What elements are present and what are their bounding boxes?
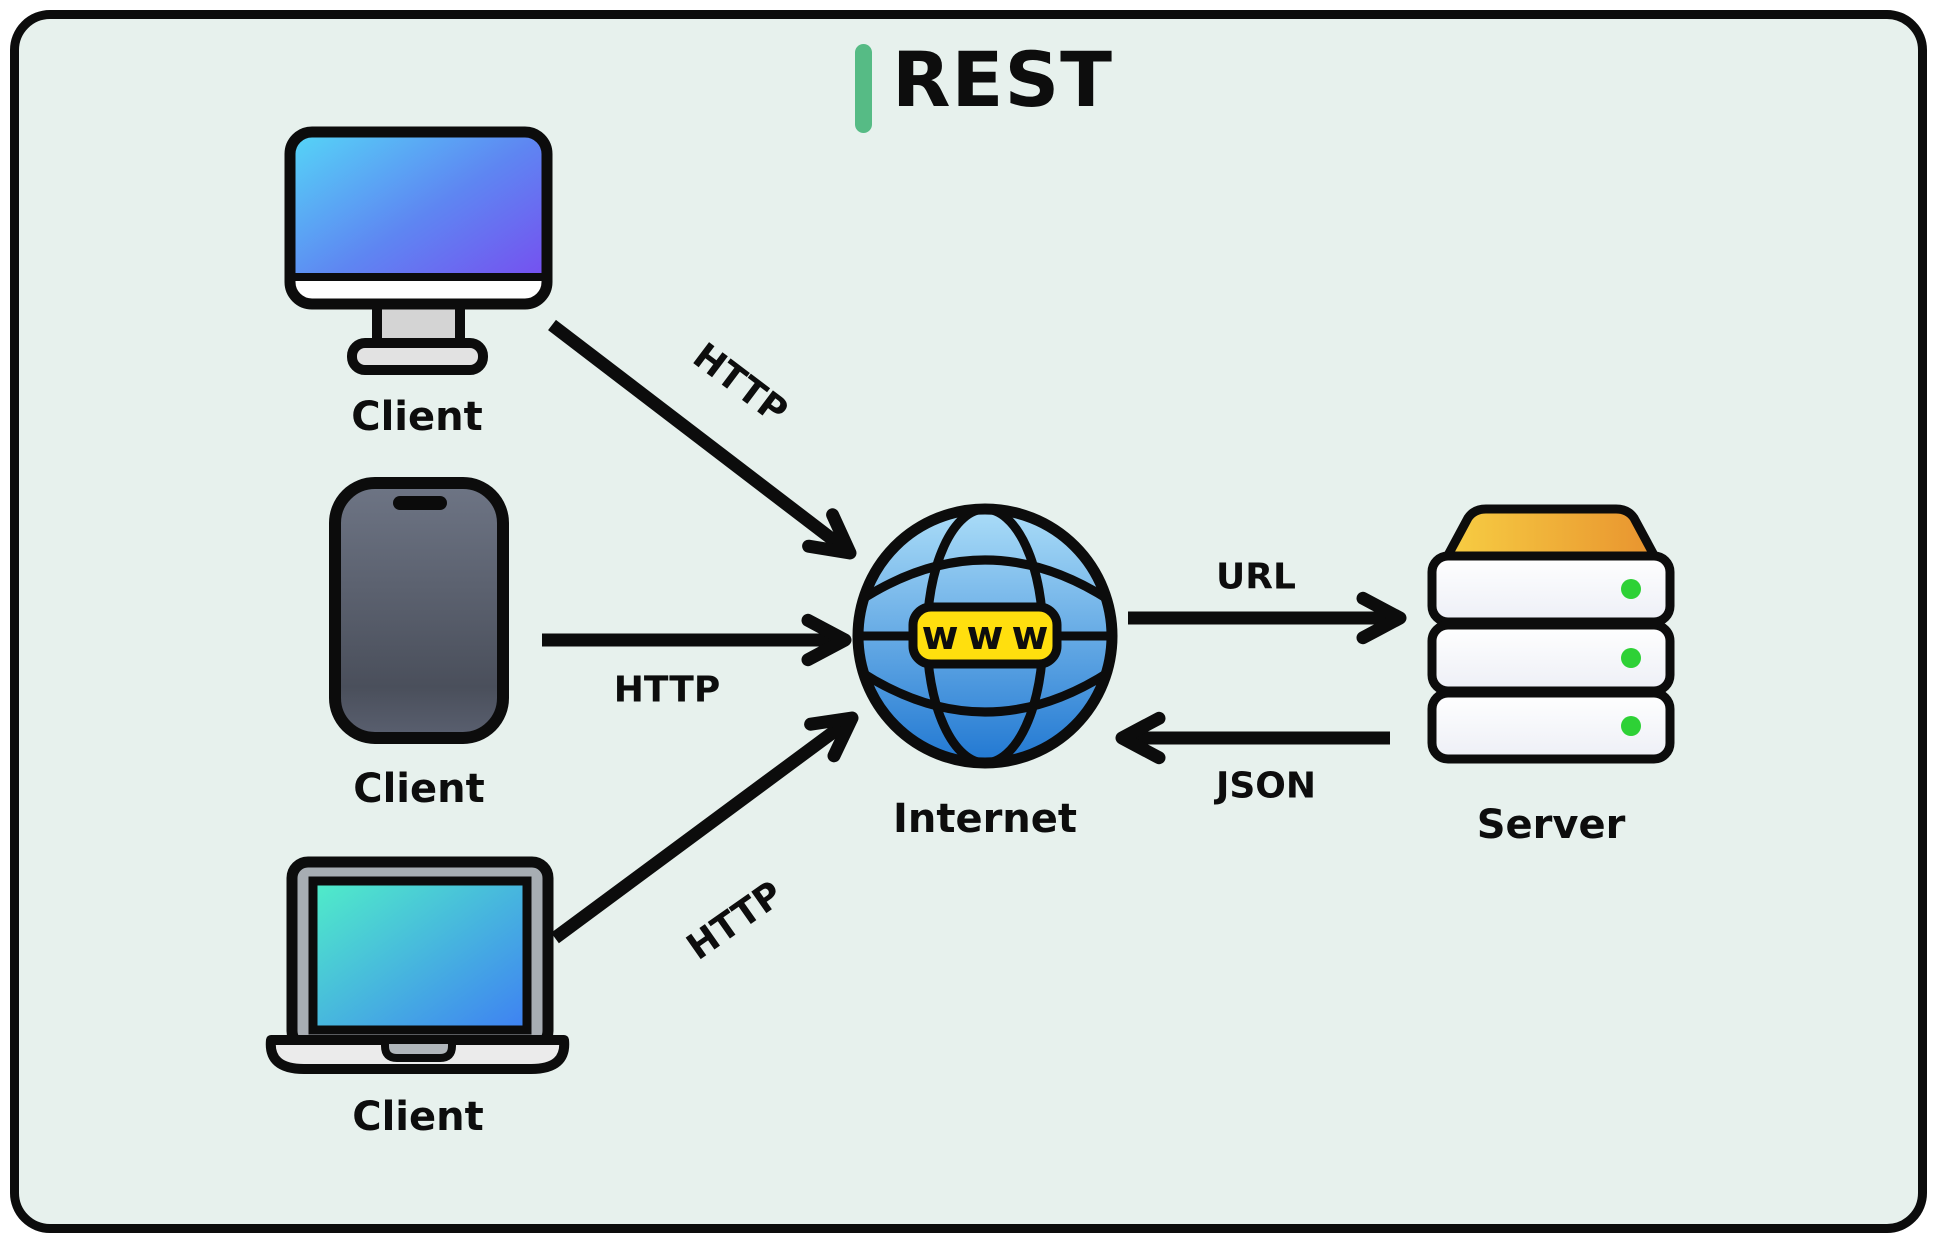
arrow-internet-to-server	[1128, 591, 1407, 645]
url-label: URL	[1216, 556, 1296, 598]
arrow-desktop-to-internet	[548, 319, 857, 560]
json-label: JSON	[1215, 765, 1317, 807]
arrow-laptop-to-internet	[551, 711, 859, 944]
arrow-phone-to-internet	[542, 613, 852, 667]
laptop-icon	[265, 856, 570, 1074]
http-label-phone: HTTP	[613, 669, 721, 711]
smartphone-icon	[329, 477, 509, 744]
arrow-server-to-internet	[1115, 711, 1390, 765]
desktop-computer-icon	[284, 126, 553, 375]
server-label: Server	[1476, 802, 1626, 848]
status-dot	[1621, 579, 1641, 599]
page-title: REST	[892, 35, 1114, 124]
status-dot	[1621, 716, 1641, 736]
status-dot	[1621, 648, 1641, 668]
internet-label: Internet	[892, 796, 1078, 842]
www-badge	[908, 602, 1062, 669]
internet-globe-icon	[852, 503, 1118, 769]
server-rack-icon	[1427, 504, 1675, 764]
www-badge-label: www	[921, 613, 1057, 659]
laptop-client-label: Client	[352, 1094, 484, 1140]
desktop-client-label: Client	[351, 394, 483, 440]
phone-client-label: Client	[353, 766, 485, 812]
title-accent-bar	[855, 44, 872, 133]
